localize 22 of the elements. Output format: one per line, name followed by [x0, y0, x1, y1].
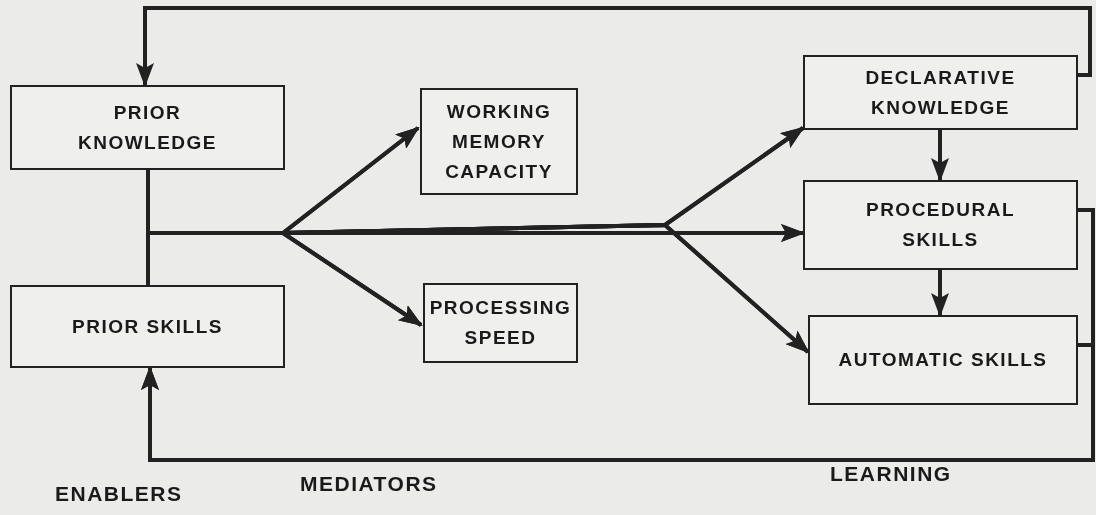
- section-heading: LEARNING: [830, 462, 952, 486]
- box-label: PROCESSING SPEED: [428, 296, 573, 350]
- text-box: [420, 88, 578, 195]
- section-heading: ENABLERS: [55, 482, 183, 506]
- box-label: PROCEDURAL SKILLS: [864, 198, 1017, 252]
- text-box: [808, 315, 1078, 405]
- box-label: AUTOMATIC SKILLS: [838, 348, 1048, 372]
- arrow: [931, 270, 949, 317]
- text-box: [803, 55, 1078, 130]
- arrow: [136, 6, 1092, 87]
- text-box: [10, 285, 285, 368]
- section-heading: MEDIATORS: [300, 472, 438, 496]
- text-box: [423, 283, 578, 363]
- text-box: [803, 180, 1078, 270]
- arrow: [146, 223, 810, 354]
- box-label: PRIOR KNOWLEDGE: [76, 100, 219, 155]
- box-label: WORKING MEMORY CAPACITY: [444, 99, 554, 184]
- arrow: [141, 343, 1095, 462]
- box-label: PRIOR SKILLS: [72, 314, 223, 339]
- arrow: [931, 130, 949, 182]
- box-label: DECLARATIVE KNOWLEDGE: [864, 65, 1017, 120]
- text-box: [10, 85, 285, 170]
